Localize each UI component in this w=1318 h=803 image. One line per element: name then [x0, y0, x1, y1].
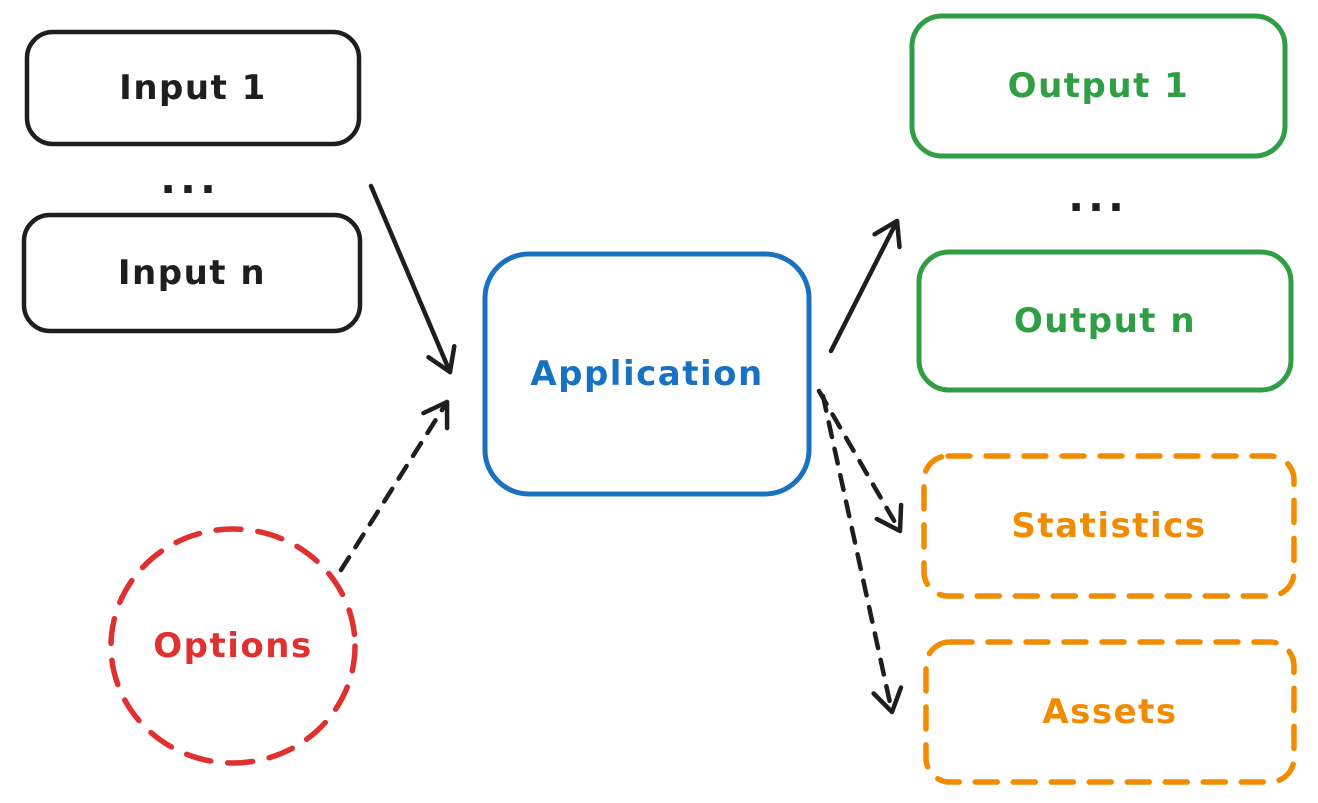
arrow-application-to-assets	[820, 393, 904, 715]
output-1-label: Output 1	[1007, 66, 1190, 106]
input-n-box	[21, 212, 363, 334]
arrow-application-to-outputs	[828, 218, 902, 354]
assets-box	[923, 639, 1297, 785]
assets-label: Assets	[1042, 692, 1178, 732]
input-1-box	[24, 29, 362, 147]
arrow-application-to-statistics	[816, 388, 904, 534]
options-circle	[108, 526, 358, 766]
output-n-label: Output n	[1013, 301, 1197, 341]
options-label: Options	[153, 626, 313, 666]
output-1-box	[909, 13, 1288, 159]
input-n-label: Input n	[117, 253, 267, 293]
arrow-inputs-to-application	[368, 183, 457, 375]
application-box	[482, 251, 812, 497]
output-n-box	[916, 249, 1294, 393]
application-label: Application	[530, 354, 764, 394]
statistics-label: Statistics	[1011, 506, 1207, 546]
arrow-options-to-application	[338, 399, 450, 573]
input-1-label: Input 1	[119, 68, 267, 108]
ellipsis-outputs: ...	[1068, 171, 1128, 221]
statistics-box	[921, 453, 1297, 599]
ellipsis-inputs: ...	[160, 153, 220, 203]
